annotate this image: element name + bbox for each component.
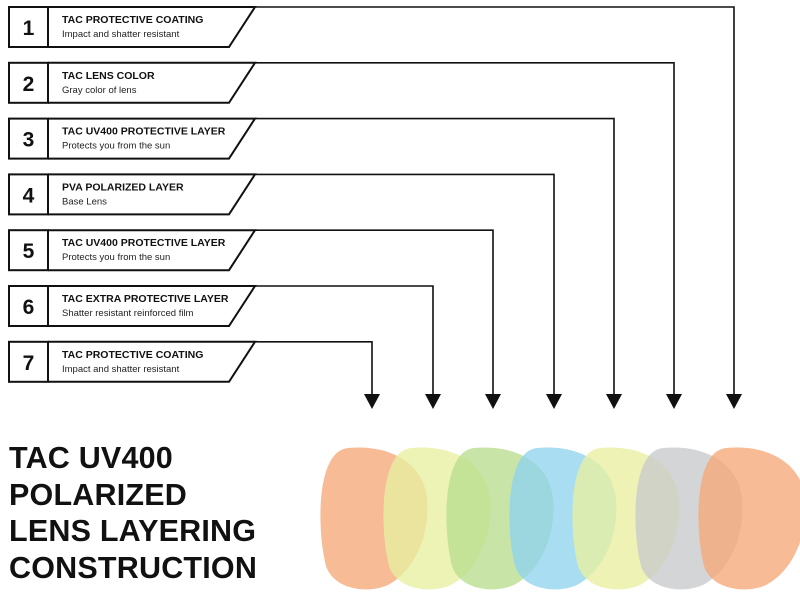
layer-number: 3 xyxy=(23,129,35,152)
layer-label-2: 2 TAC LENS COLOR Gray color of lens xyxy=(8,61,257,104)
layer-subtitle: Base Lens xyxy=(62,196,107,207)
layer-number-box xyxy=(8,61,49,104)
layer-subtitle: Shatter resistant reinforced film xyxy=(62,308,194,319)
layer-number-box xyxy=(8,340,49,383)
connector-line xyxy=(255,229,494,396)
layer-subtitle: Impact and shatter resistant xyxy=(62,364,180,375)
connector-1 xyxy=(255,6,742,409)
layer-number-box xyxy=(8,6,49,48)
connector-line xyxy=(255,6,735,396)
arrow-down-icon xyxy=(726,394,742,409)
lens-layer-1 xyxy=(698,447,800,590)
headline-line-1: TAC UV400 xyxy=(9,441,173,475)
connector-7 xyxy=(255,341,380,409)
connector-5 xyxy=(255,229,501,409)
layer-label-box xyxy=(48,173,257,216)
layer-title: TAC PROTECTIVE COATING xyxy=(62,349,203,361)
layer-title: TAC EXTRA PROTECTIVE LAYER xyxy=(62,293,229,305)
layer-number: 7 xyxy=(23,352,35,375)
arrow-down-icon xyxy=(666,394,682,409)
layer-number: 2 xyxy=(23,73,35,96)
layer-title: TAC PROTECTIVE COATING xyxy=(62,14,203,26)
layer-title: TAC LENS COLOR xyxy=(62,70,155,82)
arrow-down-icon xyxy=(606,394,622,409)
layer-label-box xyxy=(48,117,257,160)
layer-label-box xyxy=(48,229,257,272)
connector-line xyxy=(255,173,555,396)
layer-label-7: 7 TAC PROTECTIVE COATING Impact and shatte… xyxy=(8,340,257,383)
arrow-down-icon xyxy=(546,394,562,409)
layer-number: 1 xyxy=(23,17,35,40)
layer-subtitle: Gray color of lens xyxy=(62,85,137,96)
connector-6 xyxy=(255,285,441,409)
layer-number-box xyxy=(8,117,49,160)
layer-number: 4 xyxy=(23,184,35,207)
layer-title: TAC UV400 PROTECTIVE LAYER xyxy=(62,237,226,249)
connector-2 xyxy=(255,62,682,409)
layer-subtitle: Protects you from the sun xyxy=(62,252,170,263)
headline-line-4: CONSTRUCTION xyxy=(9,550,258,585)
layer-connectors xyxy=(255,6,742,409)
layer-label-5: 5 TAC UV400 PROTECTIVE LAYER Protects you … xyxy=(8,229,257,272)
arrow-down-icon xyxy=(485,394,501,409)
headline: TAC UV400 POLARIZED LENS LAYERING CONSTR… xyxy=(9,440,257,586)
layer-subtitle: Protects you from the sun xyxy=(62,141,170,152)
connector-3 xyxy=(255,117,622,409)
layer-number-box xyxy=(8,229,49,272)
lens-stack xyxy=(320,447,800,590)
connector-4 xyxy=(255,173,562,409)
headline-line-3: LENS LAYERING xyxy=(9,514,257,548)
layer-label-3: 3 TAC UV400 PROTECTIVE LAYER Protects you … xyxy=(8,117,257,160)
layer-label-box xyxy=(48,61,257,104)
connector-line xyxy=(255,62,675,396)
layer-label-4: 4 PVA POLARIZED LAYER Base Lens xyxy=(8,173,257,216)
arrow-down-icon xyxy=(364,394,380,409)
layer-number: 5 xyxy=(23,240,35,263)
layer-number-box xyxy=(8,285,49,327)
layer-label-box xyxy=(48,340,257,383)
layer-label-1: 1 TAC PROTECTIVE COATING Impact and shatte… xyxy=(8,6,257,48)
headline-line-2: POLARIZED xyxy=(9,477,188,512)
connector-line xyxy=(255,285,434,396)
connector-line xyxy=(255,341,373,396)
layer-title: TAC UV400 PROTECTIVE LAYER xyxy=(62,126,226,138)
layer-number-box xyxy=(8,173,49,216)
layer-label-box xyxy=(48,285,257,327)
layer-title: PVA POLARIZED LAYER xyxy=(62,181,184,193)
layer-number: 6 xyxy=(23,296,35,319)
connector-line xyxy=(255,117,615,396)
layer-subtitle: Impact and shatter resistant xyxy=(62,29,180,40)
arrow-down-icon xyxy=(425,394,441,409)
layer-label-6: 6 TAC EXTRA PROTECTIVE LAYER Shatter resis… xyxy=(8,285,257,327)
layer-label-box xyxy=(48,6,257,48)
